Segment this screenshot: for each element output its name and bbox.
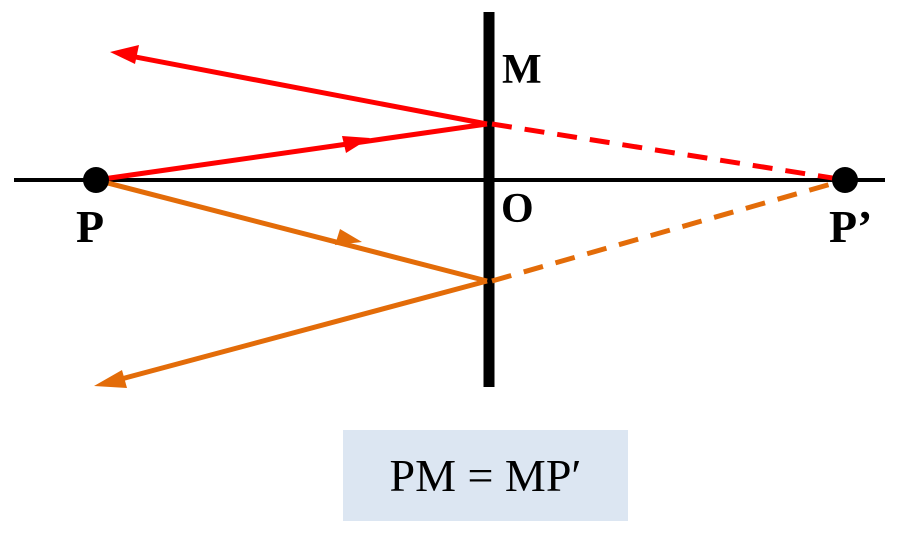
orange-reflected-ray (109, 278, 488, 385)
orange-virtual-ray-extension (491, 177, 846, 284)
object-point-P (83, 167, 109, 193)
orange-incident-ray (95, 177, 488, 284)
equation-box: PM = MP′ (343, 430, 628, 521)
red-virtual-ray-extension (491, 121, 846, 183)
red-reflected-arrowhead (110, 45, 139, 64)
image-point-P-prime (832, 167, 858, 193)
red-incident-arrowhead (342, 136, 370, 153)
red-incident-ray (95, 121, 488, 183)
label-P-prime: P’ (829, 201, 872, 252)
red-reflected-ray (124, 52, 488, 127)
label-M: M (502, 47, 542, 93)
orange-incident-arrowhead (335, 229, 362, 245)
orange-reflected-arrowhead (94, 370, 127, 388)
label-P: P (76, 201, 104, 252)
label-O: O (501, 186, 534, 232)
equation-text: PM = MP′ (389, 450, 582, 501)
